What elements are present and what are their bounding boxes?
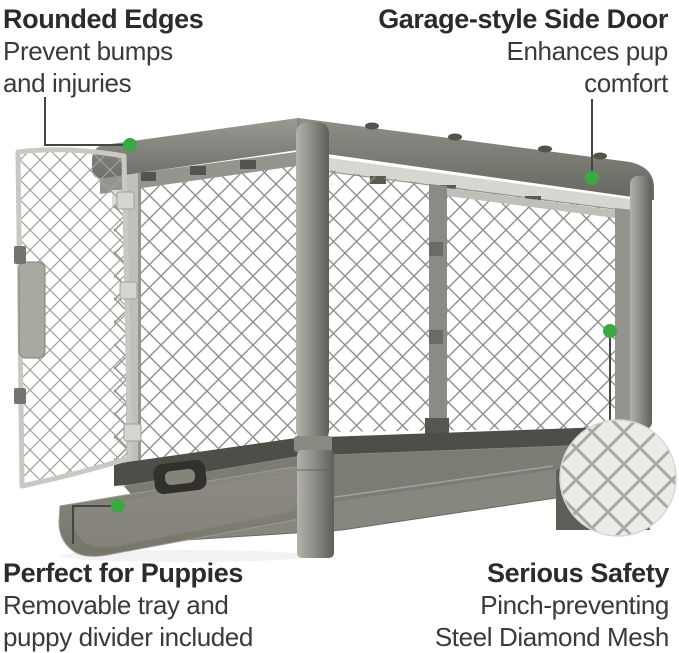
dot-rounded-edges [123, 138, 137, 152]
callout-dots [111, 138, 617, 513]
callout-text: Prevent bumps [3, 36, 173, 66]
callout-title: Garage-style Side Door [378, 4, 668, 34]
callout-text: puppy divider included [3, 622, 253, 652]
callout-text: comfort [584, 68, 668, 98]
door-hinge [123, 423, 142, 442]
dot-side-door [585, 171, 599, 185]
callout-text: Steel Diamond Mesh [434, 622, 670, 652]
leader-perfect-puppies [72, 505, 111, 544]
removable-tray [58, 459, 312, 562]
callout-title: Rounded Edges [3, 4, 204, 34]
callout-text: and injuries [3, 68, 132, 98]
leader-rounded-edges [44, 97, 123, 146]
door-handle [18, 261, 46, 359]
dot-perfect-puppies [111, 499, 125, 513]
callout-title: Perfect for Puppies [3, 558, 243, 588]
mesh-detail-magnifier [559, 419, 677, 537]
tray-handle [153, 459, 207, 495]
garage-side-door-frame [425, 184, 633, 438]
back-mesh-panel [114, 164, 296, 468]
callout-text: Pinch-preventing [480, 590, 669, 620]
callout-leader-lines [44, 97, 611, 544]
callout-garage-side-door: Garage-style Side Door Enhances pup comf… [378, 3, 668, 99]
callout-rounded-edges: Rounded Edges Prevent bumps and injuries [3, 3, 204, 99]
callout-perfect-for-puppies: Perfect for Puppies Removable tray and p… [3, 557, 253, 653]
callout-serious-safety: Serious Safety Pinch-preventing Steel Di… [434, 557, 670, 653]
dot-serious-safety [603, 324, 617, 338]
front-corner-post [296, 122, 329, 442]
open-front-door [14, 147, 142, 489]
callout-text: Removable tray and [3, 590, 229, 620]
roof [92, 118, 654, 200]
side-mesh-panel [328, 170, 634, 432]
callout-text: Enhances pup [506, 36, 669, 66]
callout-title: Serious Safety [487, 558, 669, 588]
door-hinge [119, 281, 138, 300]
door-hinge [116, 191, 135, 210]
post-foot [294, 436, 334, 558]
rear-corner-post [630, 176, 652, 430]
